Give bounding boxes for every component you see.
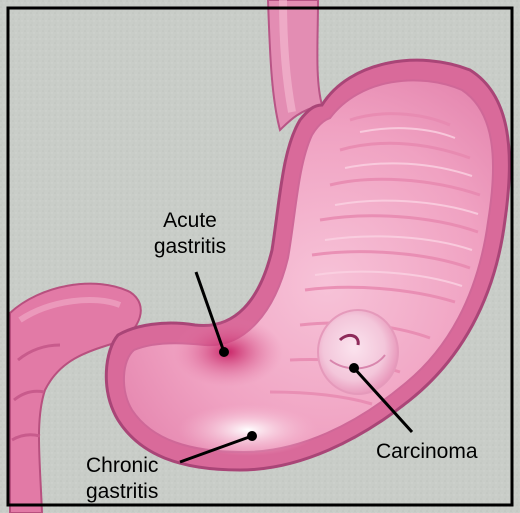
carcinoma-marker xyxy=(349,363,359,373)
label-chronic-line2: gastritis xyxy=(86,479,158,505)
label-carcinoma-text: Carcinoma xyxy=(376,439,478,465)
label-acute-line2: gastritis xyxy=(150,234,230,260)
label-chronic-gastritis: Chronic gastritis xyxy=(86,453,158,505)
chronic-gastritis-region xyxy=(178,404,318,456)
chronic-marker xyxy=(247,431,257,441)
carcinoma-region xyxy=(318,310,398,394)
label-acute-line1: Acute xyxy=(150,208,230,234)
label-acute-gastritis: Acute gastritis xyxy=(150,208,230,260)
acute-marker xyxy=(219,347,229,357)
label-chronic-line1: Chronic xyxy=(86,453,158,479)
label-carcinoma: Carcinoma xyxy=(376,439,478,465)
